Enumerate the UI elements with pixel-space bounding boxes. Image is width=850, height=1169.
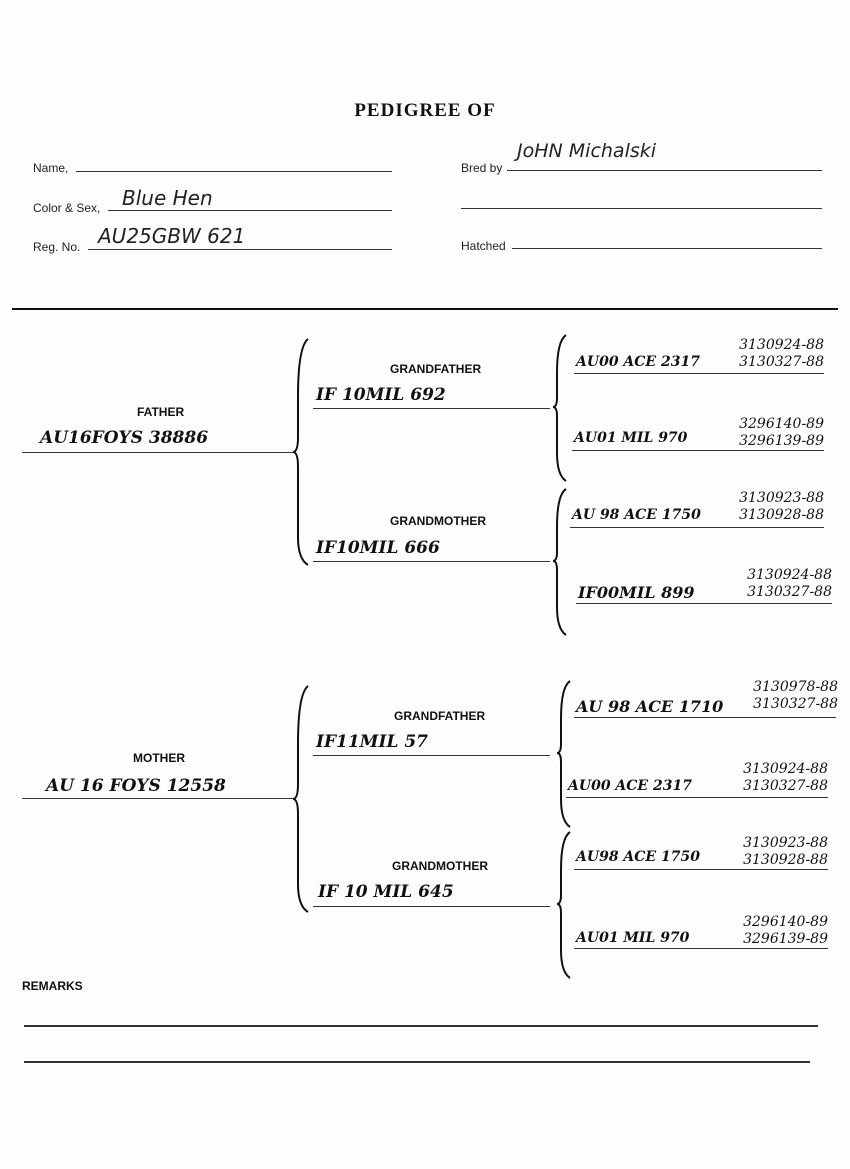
- f-gf-ggm-value: AU01 MIL 970: [574, 430, 688, 446]
- reg-no-line: [88, 249, 392, 250]
- bred-by-value: JoHN Michalski: [517, 140, 657, 162]
- m-gf-ggm-line: [566, 797, 828, 798]
- m-gm-ggf-line: [574, 869, 828, 870]
- mother-gm-brace: [556, 831, 571, 979]
- color-sex-label: Color & Sex,: [33, 201, 101, 215]
- name-label: Name,: [33, 161, 69, 175]
- name-line: [76, 171, 392, 172]
- mother-grandfather-value: IF11MIL 57: [316, 732, 428, 752]
- m-gf-ggf-line: [574, 717, 836, 718]
- father-gf-brace: [552, 334, 567, 482]
- reg-no-value: AU25GBW 621: [98, 224, 246, 248]
- bred-by-line-2: [461, 208, 822, 209]
- header-separator: [12, 308, 838, 310]
- father-grandfather-value: IF 10MIL 692: [316, 385, 446, 405]
- father-brace: [292, 338, 309, 566]
- remarks-line-2: [24, 1061, 810, 1063]
- hatched-line: [512, 248, 822, 249]
- f-gm-ggm-line: [576, 603, 832, 604]
- mother-grandfather-label: GRANDFATHER: [394, 709, 486, 723]
- m-gm-ggf-value: AU98 ACE 1750: [576, 849, 700, 865]
- father-line: [22, 452, 294, 453]
- mother-line: [22, 798, 294, 799]
- f-gm-ggf-value: AU 98 ACE 1750: [572, 507, 701, 523]
- f-gm-ggm-value: IF00MIL 899: [578, 583, 695, 602]
- m-gm-ggm-line: [574, 948, 828, 949]
- remarks-line-1: [24, 1025, 818, 1027]
- father-grandmother-label: GRANDMOTHER: [390, 514, 486, 528]
- mother-gf-brace: [556, 680, 571, 828]
- bred-by-label: Bred by: [461, 161, 503, 175]
- father-gm-brace: [552, 488, 567, 636]
- mother-grandmother-line: [313, 906, 550, 907]
- color-sex-line: [108, 210, 392, 211]
- father-grandfather-line: [313, 408, 550, 409]
- mother-value: AU 16 FOYS 12558: [46, 776, 226, 796]
- bred-by-line: [507, 170, 822, 171]
- mother-grandmother-label: GRANDMOTHER: [392, 859, 488, 873]
- f-gf-ggf-value: AU00 ACE 2317: [576, 354, 700, 370]
- mother-grandfather-line: [313, 755, 550, 756]
- f-gf-ggm-line: [572, 450, 824, 451]
- f-gf-ggf-line: [574, 373, 824, 374]
- mother-grandmother-value: IF 10 MIL 645: [318, 882, 454, 902]
- m-gf-ggf-value: AU 98 ACE 1710: [576, 697, 724, 716]
- m-gm-ggm-value: AU01 MIL 970: [576, 930, 690, 946]
- hatched-label: Hatched: [461, 239, 506, 253]
- mother-label: MOTHER: [133, 751, 185, 765]
- m-gf-ggm-value: AU00 ACE 2317: [568, 778, 692, 794]
- reg-no-label: Reg. No.: [33, 240, 81, 254]
- father-label: FATHER: [137, 405, 185, 419]
- color-sex-value: Blue Hen: [122, 186, 213, 210]
- page-title: PEDIGREE OF: [354, 100, 496, 121]
- father-value: AU16FOYS 38886: [40, 428, 209, 448]
- mother-brace: [292, 685, 309, 913]
- father-grandmother-value: IF10MIL 666: [316, 538, 440, 558]
- remarks-label: REMARKS: [22, 979, 83, 993]
- father-grandfather-label: GRANDFATHER: [390, 362, 482, 376]
- father-grandmother-line: [313, 561, 550, 562]
- f-gm-ggf-line: [570, 527, 824, 528]
